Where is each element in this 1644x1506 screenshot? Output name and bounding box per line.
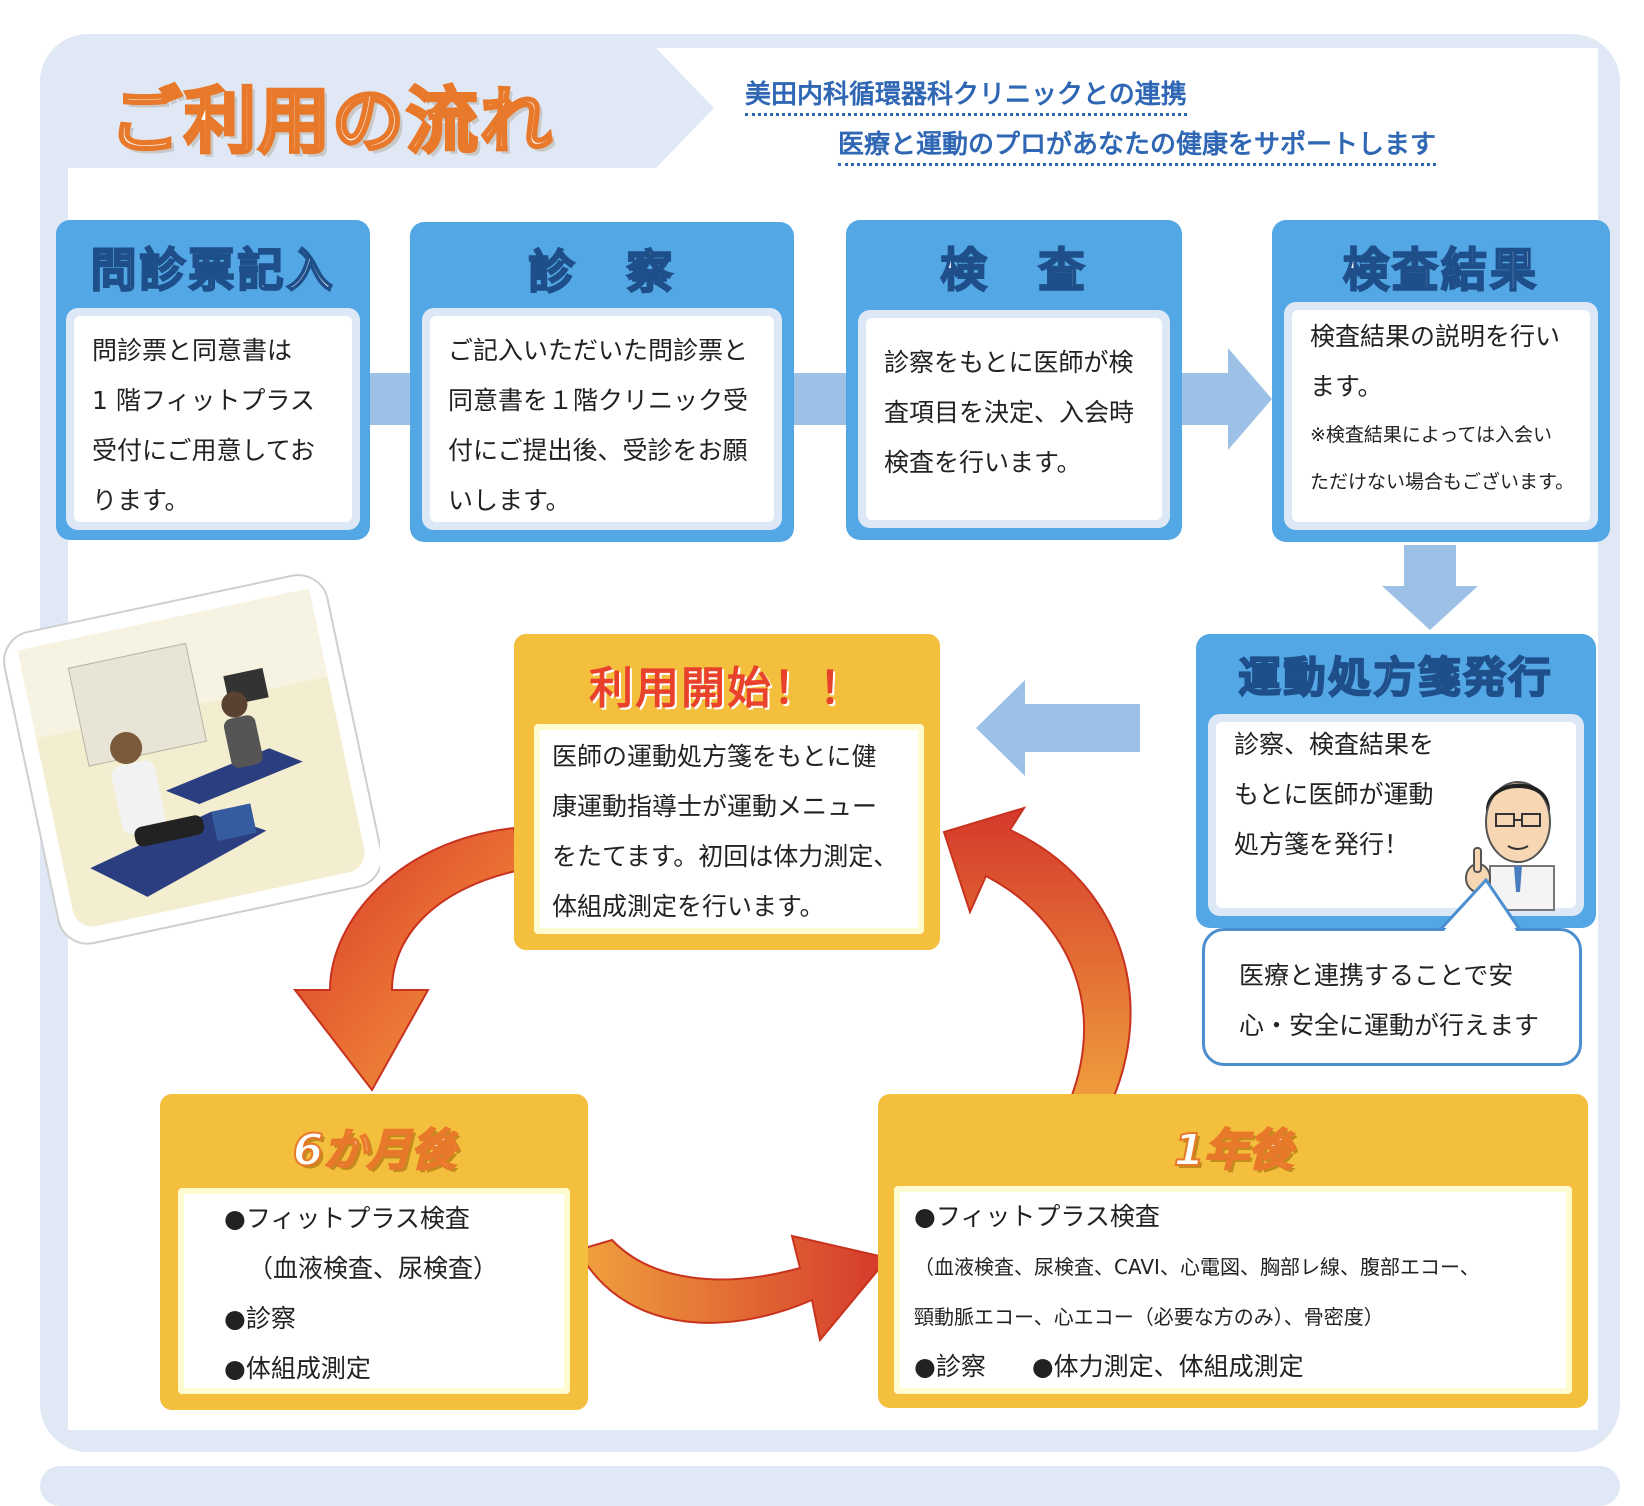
arrow-prescription-left: [976, 680, 1140, 776]
header-banner: [68, 48, 714, 168]
step-title: 運動処方箋発行: [1237, 652, 1554, 703]
cycle-arrow-6months-to-1year: [576, 1234, 890, 1343]
one-year-text: ●フィットプラス検査 （血液検査、尿検査、CAVI、心電図、胸部レ線、腹部エコー…: [914, 1202, 1480, 1381]
arrow-results-down: [1382, 545, 1478, 630]
step-prescription: 運動処方箋発行 診察、検査結果を もとに医師が運動 処方箋を発行！: [1196, 634, 1596, 928]
step-text: 検査結果の説明を行い ます。 ※検査結果によっては入会い ただけない場合もござい…: [1310, 312, 1578, 506]
subtitle-partnership: 美田内科循環器科クリニックとの連携: [745, 74, 1187, 116]
speech-bubble: 医療と連携することで安 心・安全に運動が行えます: [1202, 928, 1582, 1066]
six-months-text: ●フィットプラス検査 （血液検査、尿検査） ●診察 ●体組成測定: [224, 1204, 499, 1383]
subtitle-support: 医療と運動のプロがあなたの健康をサポートします: [838, 124, 1437, 166]
cycle-arrow-start-to-6months: [292, 826, 522, 1092]
step-text: 診察をもとに医師が検 査項目を決定、入会時 検査を行います。: [884, 348, 1135, 477]
step-consultation: 診 察 ご記入いただいた問診票と 同意書を１階クリニック受 付にご提出後、受診を…: [410, 222, 794, 542]
results-note: ※検査結果によっては入会い: [1310, 424, 1553, 446]
six-months-title: 6か月後: [292, 1124, 457, 1177]
step-questionnaire: 問診票記入 問診票と同意書は 1 階フィットプラス 受付にご用意してお ります。: [56, 220, 370, 540]
exercise-photo: [3, 574, 380, 945]
doctor-illustration: [1465, 781, 1555, 911]
step-title: 検 査: [940, 242, 1088, 298]
step-title: 診 察: [528, 244, 676, 300]
start-box: 利用開始！！ 医師の運動処方箋をもとに健 康運動指導士が運動メニュー をたてます…: [514, 634, 940, 950]
step-text: ご記入いただいた問診票と 同意書を１階クリニック受 付にご提出後、受診をお願 い…: [448, 336, 749, 515]
page-title: ご利用の流れ: [108, 78, 555, 165]
connector-1-2: [370, 373, 416, 425]
cycle-arrow-1year-to-start: [942, 806, 1132, 1111]
one-year-box: 1年後 ●フィットプラス検査 （血液検査、尿検査、CAVI、心電図、胸部レ線、腹…: [878, 1094, 1588, 1408]
start-title: 利用開始！！: [589, 663, 865, 714]
step-examination: 検 査 診察をもとに医師が検 査項目を決定、入会時 検査を行います。: [846, 220, 1182, 540]
step-results: 検査結果 検査結果の説明を行い ます。 ※検査結果によっては入会い ただけない場…: [1272, 220, 1610, 542]
step-text: 問診票と同意書は 1 階フィットプラス 受付にご用意してお ります。: [92, 336, 316, 515]
arrow-3-4: [1182, 348, 1272, 450]
one-year-title: 1年後: [1173, 1124, 1294, 1177]
step-title: 問診票記入: [90, 242, 336, 298]
connector-2-3: [794, 373, 846, 425]
step-text: 診察、検査結果を もとに医師が運動 処方箋を発行！: [1234, 730, 1435, 859]
step-title: 検査結果: [1342, 242, 1539, 298]
six-months-box: 6か月後 ●フィットプラス検査 （血液検査、尿検査） ●診察 ●体組成測定: [160, 1094, 588, 1410]
start-text: 医師の運動処方箋をもとに健 康運動指導士が運動メニュー をたてます。初回は体力測…: [552, 742, 899, 921]
